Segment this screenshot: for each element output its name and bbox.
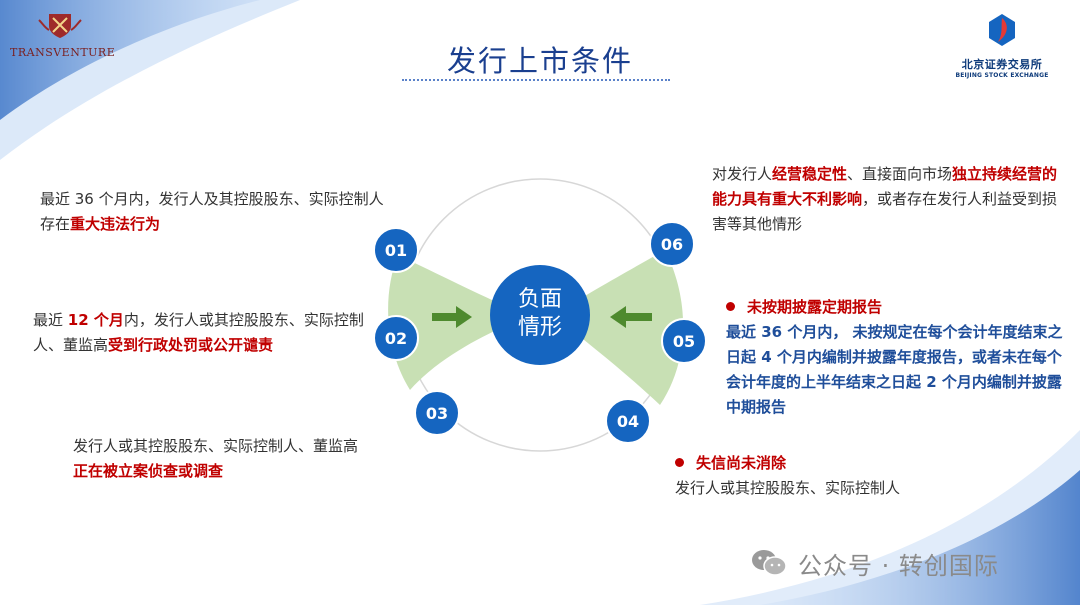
crest-icon: [38, 14, 82, 38]
bottom-right-swoosh: [760, 470, 1080, 605]
center-label-line1: 负面: [518, 287, 562, 312]
svg-text:05: 05: [673, 332, 695, 351]
item-03-highlight: 正在被立案侦查或调查: [73, 462, 224, 480]
bse-emblem-icon: [989, 14, 1015, 46]
node-05: 05: [661, 318, 707, 364]
item-04-body: 发行人或其控股股东、实际控制人: [675, 479, 901, 497]
item-04-heading: 失信尚未消除: [696, 454, 787, 472]
node-01: 01: [373, 227, 419, 273]
right-arrow: [610, 306, 652, 328]
item-02-text: 最近 12 个月内，发行人或其控股股东、实际控制人、董监高受到行政处罚或公开谴责: [33, 308, 373, 358]
node-02: 02: [373, 315, 419, 361]
page-title: 发行上市条件: [446, 44, 633, 78]
item-02-prefix: 最近: [33, 311, 68, 329]
item-06-middle: 、直接面向市场: [847, 165, 953, 183]
bullet-dot-icon: [675, 458, 684, 467]
transventure-logo: TRANSVENTURE: [10, 10, 116, 60]
node-06: 06: [649, 221, 695, 267]
item-06-suffix: ，或者存在发行人利益受到损害等其他情形: [712, 190, 1058, 233]
item-05-text: 未按期披露定期报告 最近 36 个月内， 未按规定在每个会计年度结束之日起 4 …: [726, 295, 1066, 420]
item-01-prefix: 存在: [40, 215, 71, 233]
left-fan: [388, 255, 515, 390]
item-06-text: 对发行人经营稳定性、直接面向市场独立持续经营的能力具有重大不利影响，或者存在发行…: [712, 162, 1062, 237]
item-05-body: 最近 36 个月内， 未按规定在每个会计年度结束之日起 4 个月内编制并披露年度…: [726, 323, 1063, 416]
node-04: 04: [605, 398, 651, 444]
left-arrow: [432, 306, 472, 328]
item-03-body: 发行人或其控股股东、实际控制人、董监高: [73, 437, 359, 455]
item-06-highlight-2: 独立持续经营的能力具有重大不利影响: [712, 165, 1058, 208]
item-04-text: 失信尚未消除 发行人或其控股股东、实际控制人: [675, 451, 1015, 501]
svg-text:06: 06: [661, 235, 683, 254]
svg-text:03: 03: [426, 404, 448, 423]
item-06-prefix: 对发行人: [712, 165, 773, 183]
node-03: 03: [414, 390, 460, 436]
svg-text:04: 04: [617, 412, 639, 431]
title-underline: [402, 79, 670, 81]
wechat-icon: [752, 550, 787, 576]
svg-text:01: 01: [385, 241, 407, 260]
item-01-text: 最近 36 个月内，发行人及其控股股东、实际控制人 存在重大违法行为: [40, 187, 440, 237]
bottom-right-swoosh-light: [700, 430, 1080, 605]
logo-text: TRANSVENTURE: [10, 46, 116, 59]
item-03-text: 发行人或其控股股东、实际控制人、董监高 正在被立案侦查或调查: [73, 434, 413, 484]
item-01-highlight: 重大违法行为: [70, 215, 161, 233]
item-02-period: 12 个月: [67, 311, 124, 329]
bse-name-en: BEIJING STOCK EXCHANGE: [955, 72, 1049, 79]
top-left-swoosh-light: [0, 0, 300, 160]
center-circle: [490, 265, 590, 365]
item-05-heading: 未按期披露定期报告: [747, 298, 883, 316]
item-06-highlight-1: 经营稳定性: [772, 165, 848, 183]
bullet-dot-icon: [726, 302, 735, 311]
watermark: 公众号 · 转创国际: [750, 543, 999, 583]
bse-logo: 北京证券交易所 BEIJING STOCK EXCHANGE: [948, 12, 1056, 79]
center-label-line2: 情形: [518, 315, 562, 340]
item-02-body: 内，发行人或其控股股东、实际控制人、董监高: [33, 311, 364, 354]
item-02-highlight: 受到行政处罚或公开谴责: [108, 336, 274, 354]
item-05-heading-row: 未按期披露定期报告: [726, 295, 1066, 320]
watermark-text: 公众号 · 转创国际: [798, 551, 999, 580]
bse-name-cn: 北京证券交易所: [961, 58, 1043, 71]
svg-text:02: 02: [385, 329, 407, 348]
right-fan: [562, 250, 684, 405]
item-04-heading-row: 失信尚未消除: [675, 451, 1015, 476]
item-01-line: 最近 36 个月内，发行人及其控股股东、实际控制人: [40, 190, 384, 208]
